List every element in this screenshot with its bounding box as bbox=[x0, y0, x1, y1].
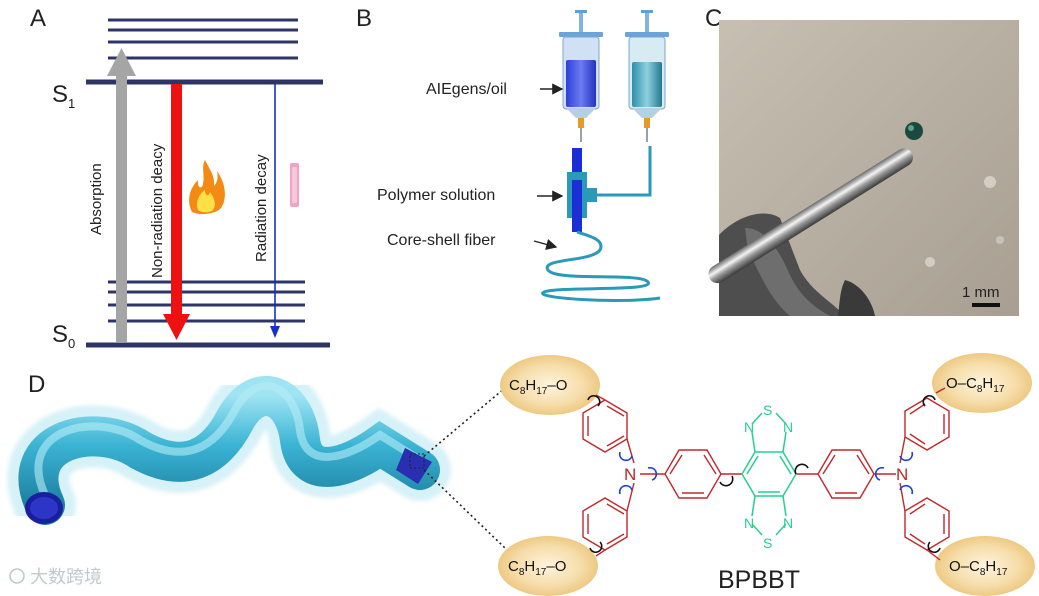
bbt-s-top: S bbox=[763, 402, 772, 418]
bbt-n-3: N bbox=[744, 515, 754, 531]
s0-label: S0 bbox=[52, 321, 75, 351]
needle-rod bbox=[708, 148, 913, 284]
core-shell-tube bbox=[7, 365, 451, 536]
tube-open-end bbox=[396, 448, 432, 484]
chain-text-top-right: O–C8H17 bbox=[946, 375, 1005, 395]
absorption-arrow-shaft bbox=[116, 72, 127, 342]
syringe-core bbox=[559, 10, 603, 142]
fiber-label: Core-shell fiber bbox=[387, 232, 496, 249]
s1-label: S1 bbox=[52, 81, 75, 111]
rad-arrow-head bbox=[270, 326, 280, 338]
panel-c-letter: C bbox=[705, 5, 722, 32]
fiber-tip-droplet bbox=[905, 122, 923, 140]
zoom-line-top bbox=[423, 387, 506, 457]
ring-lower-right bbox=[904, 497, 950, 551]
nonrad-label: Non-radiation deacy bbox=[149, 143, 166, 278]
nitrogen-right: N bbox=[896, 465, 908, 484]
flame-icon bbox=[189, 160, 225, 215]
zoom-line-bottom bbox=[423, 469, 506, 549]
chain-oval-top-left bbox=[500, 355, 600, 415]
rotation-arrows-blue bbox=[618, 451, 914, 495]
nitrogen-left: N bbox=[624, 465, 636, 484]
bbt-n-1: N bbox=[744, 419, 754, 435]
chain-oval-top-right bbox=[932, 353, 1032, 413]
rotation-arrows-black bbox=[587, 394, 941, 554]
panel-a: A S1 S0 Absorption Non-radiation deacy bbox=[30, 5, 330, 351]
emission-glow-core bbox=[292, 167, 297, 203]
bbt-s-bottom: S bbox=[763, 535, 772, 551]
rad-label: Radiation decay bbox=[253, 154, 270, 262]
panel-b: B bbox=[356, 5, 669, 302]
ring-middle-right bbox=[817, 449, 875, 499]
ring-upper-left bbox=[582, 399, 628, 453]
nonrad-arrow-shaft bbox=[171, 84, 182, 316]
watermark: 大数跨境 bbox=[9, 567, 102, 587]
nonrad-arrow-head bbox=[163, 314, 190, 340]
chain-oval-bottom-right bbox=[935, 536, 1035, 596]
panel-d-letter: D bbox=[28, 371, 45, 398]
scale-bar bbox=[972, 303, 1000, 307]
ring-lower-left bbox=[582, 497, 628, 551]
aiegens-label: AIEgens/oil bbox=[426, 81, 507, 98]
syringe-shell bbox=[625, 10, 669, 142]
chain-text-bottom-left: C8H17–O bbox=[508, 558, 566, 578]
chain-oval-bottom-left bbox=[498, 536, 598, 596]
polymer-label: Polymer solution bbox=[377, 187, 495, 204]
upper-vibrational-levels bbox=[108, 18, 298, 60]
absorption-label: Absorption bbox=[88, 163, 105, 235]
chain-text-bottom-right: O–C8H17 bbox=[949, 558, 1008, 578]
panel-d: D C8H17–O C8H17–O O–C8H17 O–C8H17 bbox=[7, 353, 1035, 596]
ring-middle-left bbox=[664, 449, 722, 499]
panel-c: C 1 mm bbox=[705, 5, 1019, 316]
fiber-pointer bbox=[533, 239, 558, 250]
bbt-n-4: N bbox=[783, 515, 793, 531]
absorption-arrow-head bbox=[107, 48, 136, 76]
bpbbt-structure: C8H17–O C8H17–O O–C8H17 O–C8H17 bbox=[498, 353, 1035, 596]
lower-vibrational-levels bbox=[108, 280, 305, 323]
molecule-name: BPBBT bbox=[718, 566, 800, 594]
ring-upper-right bbox=[904, 397, 950, 451]
coiled-fiber bbox=[541, 230, 661, 302]
bbt-n-2: N bbox=[783, 419, 793, 435]
panel-a-letter: A bbox=[30, 5, 46, 32]
watermark-logo-icon bbox=[9, 568, 25, 584]
coaxial-nozzle bbox=[567, 146, 652, 232]
panel-b-letter: B bbox=[356, 5, 372, 32]
chain-text-top-left: C8H17–O bbox=[509, 377, 567, 397]
watermark-text: 大数跨境 bbox=[30, 567, 102, 587]
scale-label: 1 mm bbox=[962, 284, 1000, 301]
